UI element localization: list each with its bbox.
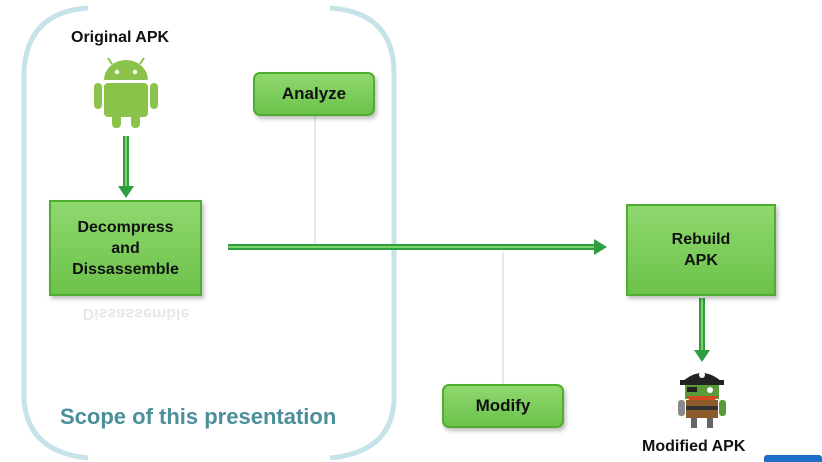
rebuild-line-1: Rebuild: [671, 231, 731, 248]
android-robot-icon: [94, 57, 158, 128]
scope-label: Scope of this presentation: [60, 404, 337, 429]
pirate-android-icon: [678, 372, 726, 428]
decompress-dissassemble-box: Decompress and Dissassemble: [49, 200, 202, 296]
partial-corner-element: [764, 455, 822, 462]
arrow-rebuild-to-modified: [694, 298, 710, 362]
decompress-reflection: Dissassemble: [82, 306, 190, 320]
rebuild-apk-box: Rebuild APK: [626, 204, 776, 296]
modified-apk-label: Modified APK: [642, 438, 746, 455]
decompress-line-1: Decompress: [77, 218, 174, 236]
original-apk-label: Original APK: [71, 29, 170, 46]
modify-box: Modify: [442, 384, 564, 428]
arrow-original-to-decompress: [118, 136, 134, 198]
rebuild-line-2: APK: [684, 252, 718, 269]
decompress-line-2: and: [111, 239, 140, 257]
decompress-line-3: Dissassemble: [72, 260, 179, 278]
analyze-box: Analyze: [253, 72, 375, 116]
arrow-decompress-to-rebuild: [228, 239, 607, 255]
